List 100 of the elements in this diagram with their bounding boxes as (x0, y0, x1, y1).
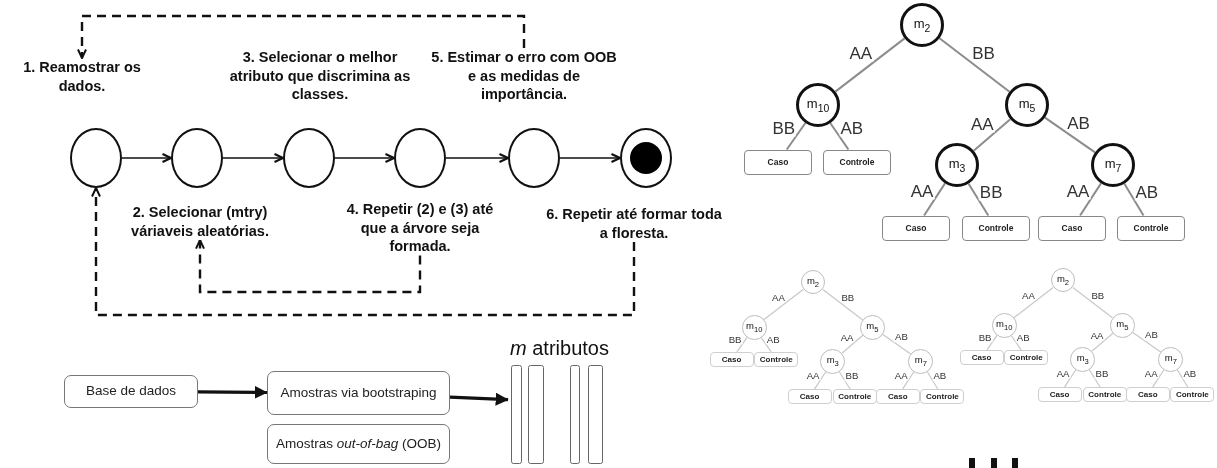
edge-label: AA (1021, 291, 1036, 301)
arrow (222, 153, 284, 163)
leaf-box: Controle (962, 215, 1030, 241)
branch-line (813, 370, 827, 390)
arrow (334, 153, 395, 163)
leaf-box: Controle (1170, 387, 1215, 403)
arrow (445, 153, 509, 163)
edge-label: AA (1143, 368, 1159, 379)
edge-label: BB (844, 371, 860, 381)
branch-line (834, 37, 906, 93)
dashed-arrow (91, 187, 636, 317)
tree-node-circle: m$_{5}$ (1109, 312, 1135, 338)
edge-label: AA (909, 182, 935, 200)
branch-line (1088, 369, 1101, 388)
edge-label: AB (932, 371, 948, 381)
arrow (449, 392, 509, 406)
branch-line (1063, 368, 1077, 388)
edge-label: AB (894, 332, 909, 342)
edge-label: BB (977, 332, 993, 343)
arrow (559, 153, 621, 163)
tree-node-circle: m$_{5}$ (1005, 83, 1049, 127)
branch-line (1072, 286, 1113, 319)
edge-label: AA (1055, 368, 1071, 379)
branch-line (763, 289, 804, 321)
tree-node-circle: m$_{3}$ (935, 143, 979, 187)
branch-line (785, 122, 807, 151)
edge-label: AB (1134, 183, 1160, 201)
leaf-box: Controle (754, 351, 799, 367)
branch-line (967, 182, 990, 217)
edge-label: AA (805, 370, 821, 381)
branch-line (1152, 368, 1165, 388)
arrow (198, 385, 268, 399)
step-text: 4. Repetir (2) e (3) até que a árvore seja formada. (334, 200, 506, 256)
leaf-box: Caso (744, 149, 812, 175)
state-circle (394, 128, 446, 188)
state-circle (70, 128, 122, 188)
tree-node-circle: m$_{7}$ (1091, 143, 1135, 187)
branch-line (902, 370, 915, 390)
step-text: 5. Estimar o erro com OOB e as medidas de importância. (428, 48, 620, 104)
edge-label: BB (971, 44, 996, 62)
tree-node-circle: m$_{5}$ (859, 314, 885, 340)
branch-line (829, 122, 850, 151)
edge-label: AA (839, 332, 855, 343)
state-circle (283, 128, 335, 188)
branch-line (841, 334, 864, 354)
state-circle (508, 128, 560, 188)
edge-label: AB (1015, 333, 1031, 343)
edge-label: BB (771, 119, 797, 137)
process-box: Base de dados (64, 375, 198, 408)
step-text: 2. Selecionar (mtry) váriaveis aleatórias. (108, 203, 292, 241)
leaf-box: Controle (823, 149, 891, 175)
tree-node-circle: m$_{2}$ (800, 269, 826, 295)
attribute-heading: m atributos (510, 338, 609, 358)
arrow (121, 153, 172, 163)
process-box: Amostras out-of-bag (OOB) (267, 424, 450, 464)
leaf-box: Caso (787, 389, 832, 405)
leaf-box: Caso (1038, 215, 1106, 241)
tree-node-circle: m$_{10}$ (991, 312, 1017, 338)
branch-line (1123, 182, 1145, 217)
edge-label: BB (1094, 369, 1110, 379)
leaf-box: Controle (1004, 349, 1049, 365)
edge-label: BB (978, 183, 1004, 201)
leaf-box: Caso (875, 389, 920, 405)
process-box: Amostras via bootstraping (267, 371, 450, 415)
edge-label: AA (1065, 182, 1091, 200)
edge-label: BB (840, 293, 856, 303)
tree-node-circle: m$_{3}$ (1070, 346, 1096, 372)
branch-line (822, 288, 863, 321)
step-text: 1. Reamostrar os dados. (6, 58, 158, 96)
branch-line (736, 336, 748, 353)
leaf-box: Caso (882, 215, 950, 241)
branch-line (923, 182, 946, 217)
branch-line (838, 371, 851, 390)
tree-node-circle: m$_{10}$ (796, 83, 840, 127)
leaf-box: Caso (959, 349, 1004, 365)
leaf-box: Controle (1117, 215, 1185, 241)
branch-line (760, 336, 772, 353)
final-state-circle (620, 128, 672, 188)
tree-node-circle: m$_{2}$ (900, 3, 944, 47)
leaf-box: Controle (832, 389, 877, 405)
leaf-box: Controle (1082, 387, 1127, 403)
branch-line (1176, 369, 1189, 388)
tree-node-circle: m$_{2}$ (1050, 267, 1076, 293)
branch-line (1131, 331, 1162, 353)
leaf-box: Caso (709, 351, 754, 367)
edge-label: AA (893, 370, 909, 381)
branch-line (1079, 182, 1102, 217)
state-circle (171, 128, 223, 188)
branch-line (1013, 287, 1054, 319)
step-text: 3. Selecionar o melhor atributo que discrimina as classes. (228, 48, 412, 104)
dashed-arrow (195, 239, 422, 294)
edge-label: AA (771, 293, 786, 303)
edge-label: AA (1089, 330, 1105, 341)
tree-node-circle: m$_{7}$ (908, 348, 934, 374)
branch-line (938, 37, 1011, 93)
edge-label: AA (969, 115, 995, 133)
edge-label: BB (1090, 291, 1106, 301)
branch-line (1091, 332, 1114, 352)
branch-line (1010, 334, 1022, 351)
tree-node-circle: m$_{10}$ (741, 314, 767, 340)
